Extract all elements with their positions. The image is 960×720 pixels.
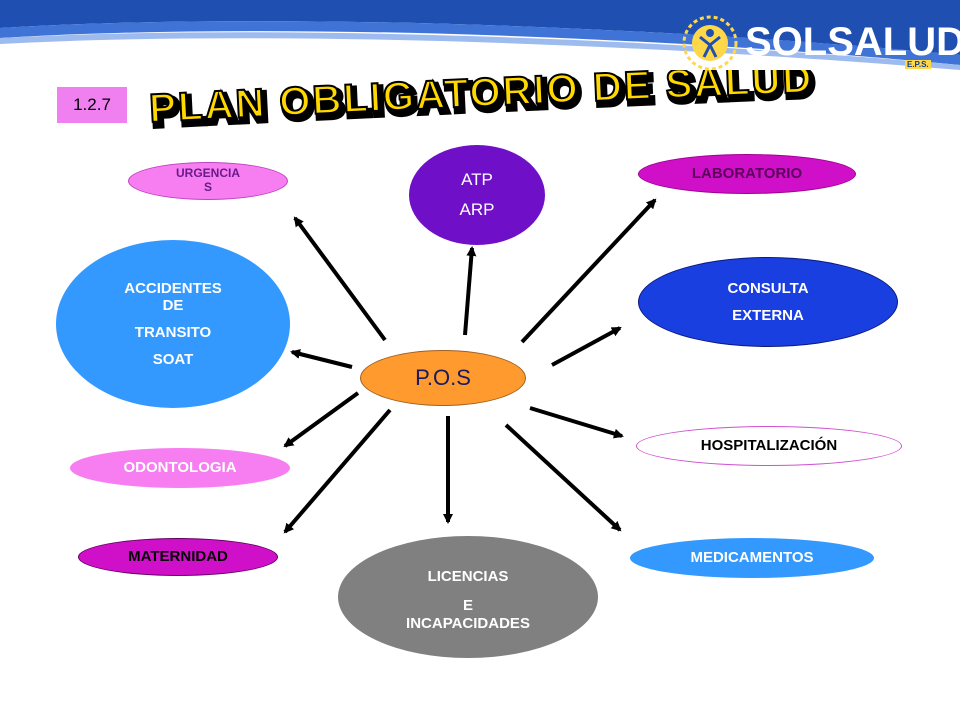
node-maternidad: MATERNIDAD: [78, 538, 278, 576]
node-consulta-externa: CONSULTA EXTERNA: [638, 257, 898, 347]
node-odontologia: ODONTOLOGIA: [70, 448, 290, 488]
node-hospitalizacion: HOSPITALIZACIÓN: [636, 426, 902, 466]
node-medicamentos: MEDICAMENTOS: [630, 538, 874, 578]
arrow-hospitalizacion: [529, 406, 624, 439]
slide-number-badge: 1.2.7: [57, 87, 127, 123]
arrow-laboratorio: [520, 198, 657, 344]
arrow-odontologia: [283, 391, 360, 448]
arrow-atp: [463, 246, 477, 336]
node-accidentes: ACCIDENTES DE TRANSITO SOAT: [56, 240, 290, 408]
sun-logo-icon: [682, 15, 738, 71]
logo-sub: E.P.S.: [905, 60, 931, 69]
node-atp-arp: ATP ARP: [409, 145, 545, 245]
node-laboratorio: LABORATORIO: [638, 154, 856, 194]
arrow-medicamentos: [504, 423, 622, 532]
arrow-consulta: [551, 326, 622, 367]
node-licencias: LICENCIAS E INCAPACIDADES: [338, 536, 598, 658]
logo-text: SOLSALUD: [745, 20, 960, 64]
node-urgencias: URGENCIA S: [128, 162, 288, 200]
slide-title: PLAN OBLIGATORIO DE SALUD PLAN OBLIGATOR…: [147, 70, 818, 138]
arrow-maternidad: [283, 408, 392, 534]
arrow-urgencias: [293, 216, 387, 342]
node-center-pos: P.O.S: [360, 350, 526, 406]
arrow-accidentes: [290, 349, 353, 369]
